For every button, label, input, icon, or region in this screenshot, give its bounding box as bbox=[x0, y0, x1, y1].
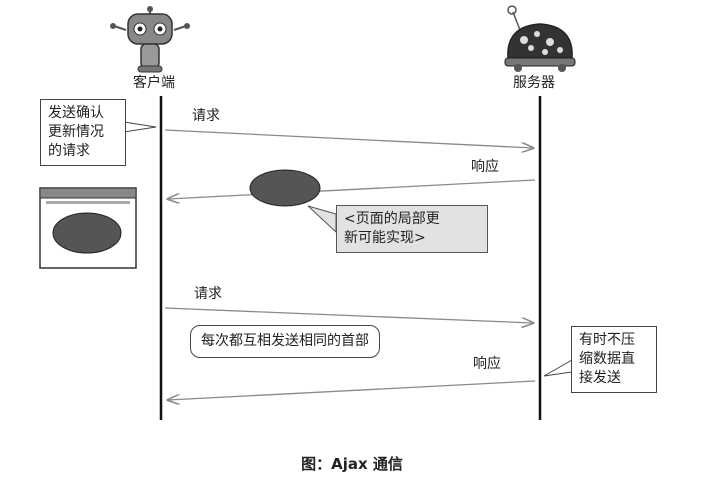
server-robot-icon bbox=[504, 5, 576, 72]
no-compress-pointer bbox=[543, 359, 573, 377]
response2-label: 响应 bbox=[473, 356, 501, 372]
no-compress-note: 有时不压 缩数据直 接发送 bbox=[571, 326, 657, 393]
request2-arrow bbox=[164, 307, 533, 323]
partial-content-shape bbox=[249, 169, 321, 207]
client-robot-icon bbox=[110, 6, 190, 73]
request1-arrow bbox=[164, 129, 533, 148]
same-header-note: 每次都互相发送相同的首部 bbox=[190, 325, 380, 358]
request1-label: 请求 bbox=[192, 108, 220, 124]
send-confirm-note: 发送确认 更新情况 的请求 bbox=[40, 99, 126, 166]
browser-window-icon bbox=[39, 187, 137, 269]
server-label: 服务器 bbox=[513, 75, 555, 91]
partial-update-pointer bbox=[307, 205, 337, 234]
response1-arrow bbox=[168, 179, 536, 199]
send-confirm-pointer bbox=[123, 121, 157, 133]
request2-label: 请求 bbox=[194, 286, 222, 302]
response1-label: 响应 bbox=[471, 159, 499, 175]
response2-arrow bbox=[168, 380, 536, 400]
figure-caption: 图：Ajax 通信 bbox=[301, 455, 403, 473]
client-label: 客户端 bbox=[133, 75, 175, 91]
partial-update-note: <页面的局部更 新可能实现> bbox=[336, 205, 488, 253]
